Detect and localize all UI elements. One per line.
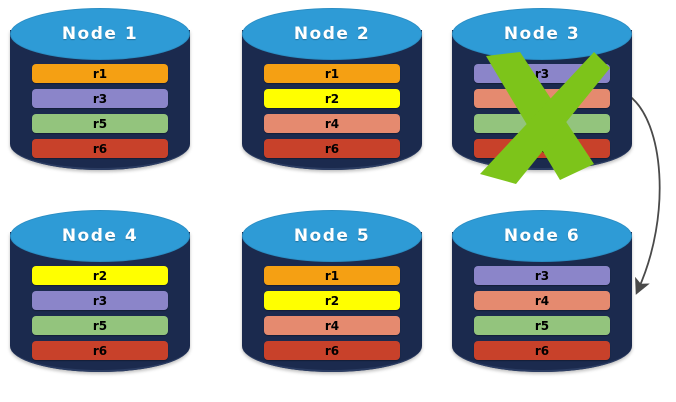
node-4[interactable]: Node 4 r2 r3 r5 r6 <box>10 210 190 388</box>
node-6-label: Node 6 <box>503 226 581 246</box>
replica-bar[interactable]: r1 <box>32 64 168 83</box>
node-2-top: Node 2 <box>242 8 422 60</box>
replica-bar[interactable]: r3 <box>32 89 168 108</box>
node-6-top: Node 6 <box>452 210 632 262</box>
replica-bar[interactable]: r1 <box>264 64 400 83</box>
node-6[interactable]: Node 6 r3 r4 r5 r6 <box>452 210 632 388</box>
node-1-label: Node 1 <box>61 24 139 44</box>
node-5[interactable]: Node 5 r1 r2 r4 r6 <box>242 210 422 388</box>
node-2-label: Node 2 <box>293 24 371 44</box>
node-4-replicas: r2 r3 r5 r6 <box>10 266 190 360</box>
replica-bar[interactable]: r4 <box>264 316 400 335</box>
node-3[interactable]: Node 3 r3 r4 r5 r6 <box>452 8 632 186</box>
replica-bar[interactable]: r3 <box>474 266 610 285</box>
replica-bar[interactable]: r5 <box>32 316 168 335</box>
node-2[interactable]: Node 2 r1 r2 r4 r6 <box>242 8 422 186</box>
replica-bar[interactable]: r2 <box>264 89 400 108</box>
replica-bar[interactable]: r1 <box>264 266 400 285</box>
node-5-replicas: r1 r2 r4 r6 <box>242 266 422 360</box>
node-4-label: Node 4 <box>61 226 139 246</box>
node-5-label: Node 5 <box>293 226 371 246</box>
replica-bar[interactable]: r6 <box>264 139 400 158</box>
replica-bar[interactable]: r6 <box>32 139 168 158</box>
node-3-replicas: r3 r4 r5 r6 <box>452 64 632 158</box>
replica-bar[interactable]: r6 <box>264 341 400 360</box>
replica-bar[interactable]: r3 <box>32 291 168 310</box>
replica-bar[interactable]: r6 <box>32 341 168 360</box>
replica-bar[interactable]: r2 <box>32 266 168 285</box>
node-1-replicas: r1 r3 r5 r6 <box>10 64 190 158</box>
node-3-top: Node 3 <box>452 8 632 60</box>
replica-bar[interactable]: r5 <box>474 114 610 133</box>
replica-bar[interactable]: r6 <box>474 139 610 158</box>
replica-bar[interactable]: r5 <box>32 114 168 133</box>
node-5-top: Node 5 <box>242 210 422 262</box>
replica-bar[interactable]: r5 <box>474 316 610 335</box>
replica-bar[interactable]: r3 <box>474 64 610 83</box>
node-1[interactable]: Node 1 r1 r3 r5 r6 <box>10 8 190 186</box>
node-2-replicas: r1 r2 r4 r6 <box>242 64 422 158</box>
replica-bar[interactable]: r4 <box>474 291 610 310</box>
node-1-top: Node 1 <box>10 8 190 60</box>
node-6-replicas: r3 r4 r5 r6 <box>452 266 632 360</box>
node-3-label: Node 3 <box>503 24 581 44</box>
node-4-top: Node 4 <box>10 210 190 262</box>
replica-bar[interactable]: r2 <box>264 291 400 310</box>
replica-bar[interactable]: r6 <box>474 341 610 360</box>
failover-arrow-path <box>627 94 661 295</box>
replica-bar[interactable]: r4 <box>474 89 610 108</box>
replica-bar[interactable]: r4 <box>264 114 400 133</box>
